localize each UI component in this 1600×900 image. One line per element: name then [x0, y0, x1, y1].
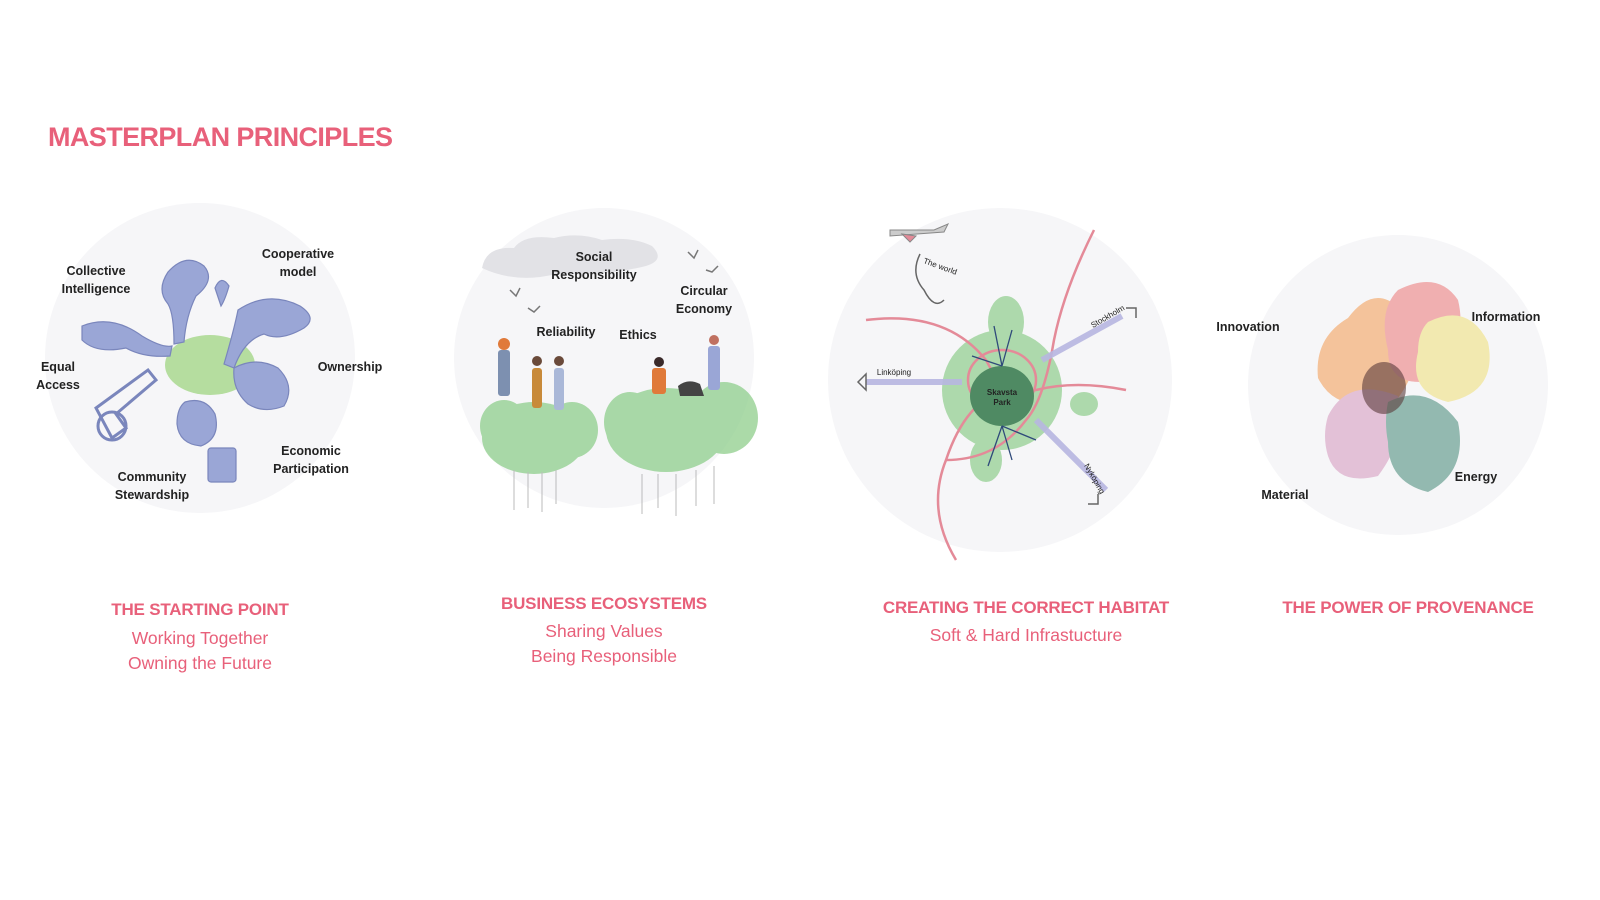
habitat-map-illustration: [828, 208, 1172, 561]
panel-subline: Working Together: [131, 628, 269, 648]
label-energy: Energy: [1454, 470, 1498, 484]
label-reliability: Reliability: [536, 325, 596, 339]
ecosystem-illustration: [454, 208, 758, 516]
panel-subline: Being Responsible: [531, 646, 677, 666]
panel-heading: BUSINESS ECOSYSTEMS: [501, 594, 707, 613]
panel-correct-habitat: The world Stockholm Linköping Nyköping S…: [826, 190, 1226, 710]
provenance-petals-illustration: [1248, 235, 1548, 535]
label-material: Material: [1261, 488, 1309, 502]
label-cooperative-model: Cooperative model: [261, 247, 335, 279]
panel-subline: Owning the Future: [128, 653, 272, 673]
label-social-responsibility: Social Responsibility: [551, 250, 637, 282]
panel-business-ecosystems: Social Responsibility Circular Economy R…: [404, 190, 804, 710]
panel-subline: Sharing Values: [545, 621, 663, 641]
label-ethics: Ethics: [619, 328, 657, 342]
label-innovation: Innovation: [1216, 320, 1280, 334]
panel-heading: CREATING THE CORRECT HABITAT: [882, 598, 1170, 617]
label-equal-access: Equal Access: [36, 360, 80, 392]
page-title: MASTERPLAN PRINCIPLES: [48, 122, 393, 152]
label-linkoping: Linköping: [876, 368, 912, 377]
cooperation-illustration: [45, 203, 355, 513]
label-ownership: Ownership: [317, 360, 383, 374]
label-collective-intelligence: Collective Intelligence: [61, 264, 131, 296]
label-economic-participation: Economic Participation: [273, 444, 349, 476]
label-circular-economy: Circular Economy: [675, 284, 733, 316]
label-community-stewardship: Community Stewardship: [114, 470, 190, 502]
panel-heading: THE POWER OF PROVENANCE: [1282, 598, 1534, 617]
label-information: Information: [1471, 310, 1541, 324]
panel-subline: Soft & Hard Infrastucture: [929, 625, 1123, 645]
panel-power-of-provenance: Innovation Information Material Energy T…: [1208, 190, 1600, 710]
label-skavsta-park: Skavsta Park: [986, 388, 1018, 407]
panel-heading: THE STARTING POINT: [111, 600, 289, 619]
panel-starting-point: Collective Intelligence Cooperative mode…: [0, 190, 400, 710]
